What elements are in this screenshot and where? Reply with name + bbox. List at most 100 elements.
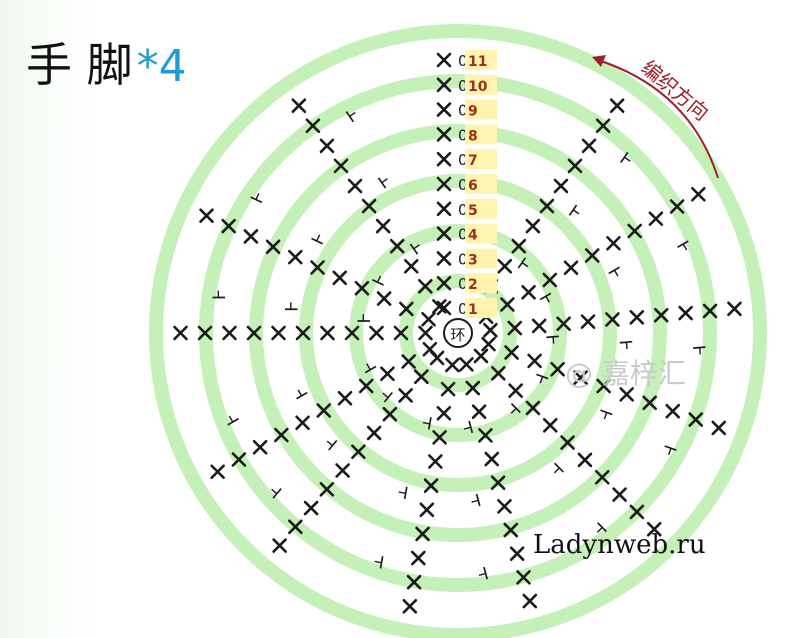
round-number-label: 3 <box>468 252 478 268</box>
single-crochet-symbol <box>511 238 527 254</box>
single-crochet-symbol <box>436 251 452 266</box>
single-crochet-symbol <box>432 299 447 314</box>
title-text: 手 脚 <box>26 38 133 92</box>
arrow-icon <box>597 59 719 179</box>
single-crochet-symbol <box>594 469 610 485</box>
single-crochet-symbol <box>577 452 593 468</box>
single-crochet-symbol <box>445 357 460 373</box>
single-crochet-symbol <box>531 318 547 334</box>
chain-symbol: 0 <box>458 300 468 318</box>
single-crochet-symbol <box>393 325 409 341</box>
single-crochet-symbol <box>567 158 583 174</box>
increase-symbol: Ⱶ <box>688 344 709 357</box>
single-crochet-symbol <box>411 550 426 566</box>
increase-symbol: Ⱶ <box>459 415 475 437</box>
site-credit: Ladynweb.ru <box>533 530 706 560</box>
single-crochet-symbol <box>288 519 303 535</box>
increase-symbol: Ⱶ <box>308 230 331 249</box>
single-crochet-symbol <box>319 481 335 497</box>
single-crochet-symbol <box>375 218 391 234</box>
single-crochet-symbol <box>497 499 512 514</box>
single-crochet-symbol <box>414 369 429 384</box>
single-crochet-symbol <box>646 521 662 537</box>
single-crochet-symbol <box>303 500 319 516</box>
single-crochet-symbol <box>436 226 452 241</box>
single-crochet-symbol <box>553 178 569 194</box>
single-crochet-symbol <box>403 258 419 274</box>
single-crochet-symbol <box>401 354 416 369</box>
single-crochet-symbol <box>436 77 452 93</box>
single-crochet-symbol <box>252 439 268 455</box>
single-crochet-symbol <box>508 383 523 398</box>
single-crochet-symbol <box>319 138 335 154</box>
single-crochet-symbol <box>606 235 621 251</box>
round-number-label: 1 <box>468 302 478 318</box>
single-crochet-symbol <box>422 341 438 357</box>
single-crochet-symbol <box>556 316 571 332</box>
single-crochet-symbol <box>507 320 523 336</box>
round-number: 9 <box>465 99 497 120</box>
round-number: 11 <box>465 50 497 70</box>
round-number-label: 6 <box>468 178 478 194</box>
single-crochet-symbol <box>522 593 538 609</box>
round-number-label: 9 <box>468 104 478 120</box>
single-crochet-symbol <box>436 52 452 68</box>
single-crochet-symbol <box>380 366 395 382</box>
increase-symbol: Ⱶ <box>474 562 490 584</box>
single-crochet-symbol <box>271 325 286 341</box>
single-crochet-symbol <box>516 570 531 585</box>
chain-symbol: 0 <box>458 176 468 194</box>
single-crochet-symbol <box>436 127 452 142</box>
single-crochet-symbol <box>539 198 555 214</box>
round-number-label: 10 <box>468 79 488 95</box>
single-crochet-symbol <box>347 178 363 194</box>
increase-symbol: Ⱶ <box>615 339 636 352</box>
single-crochet-symbol <box>440 381 456 397</box>
single-crochet-symbol <box>612 487 627 502</box>
single-crochet-symbol <box>481 336 496 352</box>
single-crochet-symbol <box>376 291 392 306</box>
single-crochet-symbol <box>406 574 422 590</box>
single-crochet-symbol <box>369 325 384 341</box>
increase-symbol: Ⱶ <box>541 334 562 347</box>
round-number: 1 <box>465 298 497 318</box>
single-crochet-symbol <box>436 176 452 192</box>
single-crochet-symbol <box>436 275 452 291</box>
single-crochet-symbol <box>581 138 597 154</box>
round-number-label: 2 <box>468 277 478 293</box>
single-crochet-symbol <box>483 322 498 338</box>
single-crochet-symbol <box>423 478 439 493</box>
chain-symbol: 0 <box>458 126 468 144</box>
round-number: 7 <box>465 149 497 170</box>
single-crochet-symbol <box>521 284 536 300</box>
increase-symbol: Ⱶ <box>396 480 410 502</box>
round-number: 5 <box>465 198 497 219</box>
single-crochet-symbol <box>402 598 418 614</box>
single-crochet-symbol <box>629 504 645 520</box>
watermark: @ 嘉梓汇 <box>565 357 686 390</box>
single-crochet-symbol <box>473 348 489 364</box>
round-number: 4 <box>465 223 497 244</box>
round-number: 6 <box>465 174 497 194</box>
single-crochet-symbol <box>642 395 657 411</box>
single-crochet-symbol <box>436 151 452 167</box>
single-crochet-symbol <box>653 307 669 323</box>
single-crochet-symbol <box>471 404 487 420</box>
single-crochet-symbol <box>415 526 430 542</box>
single-crochet-symbol <box>584 248 600 263</box>
single-crochet-symbol <box>221 218 237 234</box>
single-crochet-symbol <box>727 301 742 317</box>
single-crochet-symbol <box>197 325 213 341</box>
single-crochet-symbol <box>272 538 287 553</box>
single-crochet-symbol <box>295 325 311 341</box>
chain-symbol: 0 <box>458 275 468 293</box>
single-crochet-symbol <box>305 118 321 134</box>
single-crochet-symbol <box>418 279 433 294</box>
single-crochet-symbol <box>497 258 513 274</box>
chain-symbol: 0 <box>458 226 468 244</box>
single-crochet-symbol <box>542 272 558 288</box>
single-crochet-symbol <box>509 546 525 562</box>
single-crochet-symbol <box>335 463 350 478</box>
